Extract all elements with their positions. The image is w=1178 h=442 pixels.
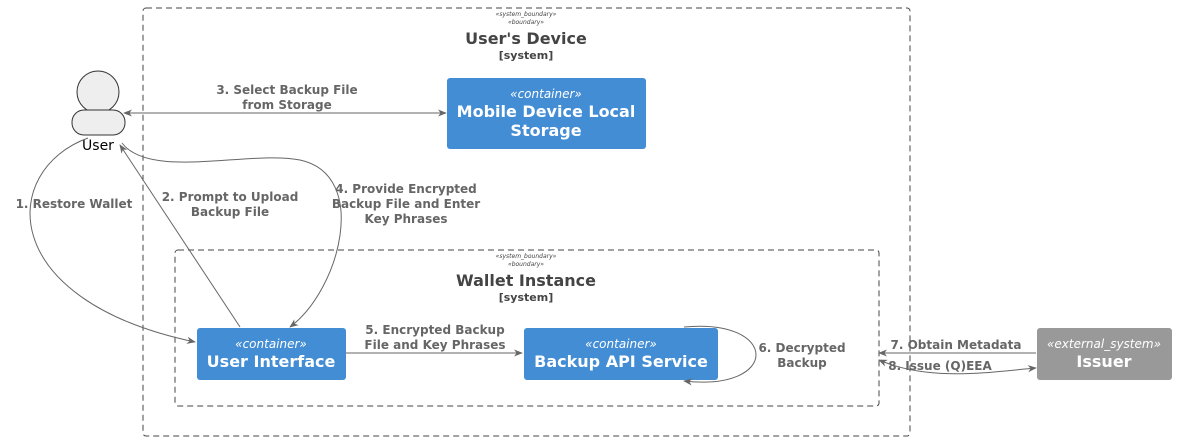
boundary-wallet-instance-stereotype: «system_boundary» xyxy=(496,253,557,260)
node-issuer[interactable]: «external_system» Issuer xyxy=(1037,328,1172,380)
edge-restore-wallet: 1. Restore Wallet xyxy=(16,137,196,344)
node-backup-api-stereotype: «container» xyxy=(585,337,657,351)
node-storage-title-line-2: Storage xyxy=(510,121,581,140)
person-icon xyxy=(71,70,126,136)
node-mobile-device-local-storage[interactable]: «container» Mobile Device Local Storage xyxy=(447,78,646,149)
node-backup-api-title: Backup API Service xyxy=(534,352,708,371)
boundary-wallet-instance-stereotype-2: «boundary» xyxy=(508,261,544,268)
boundary-wallet-instance: «system_boundary» «boundary» Wallet Inst… xyxy=(174,249,880,407)
node-ui-stereotype: «container» xyxy=(235,337,307,351)
edge-4-label-line-2: Backup File and Enter xyxy=(332,197,480,211)
node-issuer-stereotype: «external_system» xyxy=(1047,337,1161,351)
edge-select-backup-file: 3. Select Backup File from Storage xyxy=(123,83,447,117)
actor-user-label: User xyxy=(82,138,114,154)
edge-encrypted-backup-keys: 5. Encrypted Backup File and Key Phrases xyxy=(346,323,523,357)
boundary-users-device-type: [system] xyxy=(499,49,554,62)
edge-provide-encrypted-backup: 4. Provide Encrypted Backup File and Ent… xyxy=(121,142,480,328)
actor-user[interactable]: User xyxy=(71,70,126,154)
node-backup-api-service[interactable]: «container» Backup API Service xyxy=(524,328,718,380)
boundary-users-device: «system_boundary» «boundary» User's Devi… xyxy=(142,7,911,437)
edge-4-label-line-3: Key Phrases xyxy=(364,212,447,226)
boundary-users-device-frame xyxy=(142,7,911,437)
edge-2-label-line-2: Backup File xyxy=(191,205,269,219)
boundary-users-device-title: User's Device xyxy=(465,29,587,48)
edge-8-label: 8. Issue (Q)EEA xyxy=(888,359,992,373)
node-user-interface[interactable]: «container» User Interface xyxy=(197,328,346,380)
edge-3-label-line-2: from Storage xyxy=(242,98,331,112)
node-backup-api-box xyxy=(524,328,718,380)
edge-3-label-line-1: 3. Select Backup File xyxy=(216,83,357,97)
boundary-wallet-instance-frame xyxy=(174,249,880,407)
edge-6-label-line-1: 6. Decrypted xyxy=(758,341,845,355)
node-storage-title-line-1: Mobile Device Local xyxy=(457,102,636,121)
node-storage-stereotype: «container» xyxy=(510,87,582,101)
edge-5-label-line-2: File and Key Phrases xyxy=(364,338,505,352)
edge-issue-qeea: 8. Issue (Q)EEA xyxy=(878,359,1037,375)
node-ui-title: User Interface xyxy=(207,352,336,371)
edge-decrypted-backup: 6. Decrypted Backup xyxy=(683,325,846,386)
boundary-wallet-instance-title: Wallet Instance xyxy=(456,271,596,290)
edge-5-label-line-1: 5. Encrypted Backup xyxy=(365,323,505,337)
edge-7-label: 7. Obtain Metadata xyxy=(891,338,1022,352)
edge-prompt-upload: 2. Prompt to Upload Backup File xyxy=(119,144,299,328)
boundary-users-device-stereotype-2: «boundary» xyxy=(508,19,544,26)
node-issuer-title: Issuer xyxy=(1076,352,1131,371)
edge-4-label-line-1: 4. Provide Encrypted xyxy=(335,182,477,196)
edge-obtain-metadata: 7. Obtain Metadata xyxy=(878,338,1036,357)
node-storage-box xyxy=(447,78,646,149)
edge-6-label-line-2: Backup xyxy=(777,356,827,370)
edge-2-label-line-1: 2. Prompt to Upload xyxy=(162,190,299,204)
node-issuer-box xyxy=(1037,328,1172,380)
edge-1-label: 1. Restore Wallet xyxy=(16,197,133,211)
node-ui-box xyxy=(197,328,346,380)
boundary-users-device-stereotype: «system_boundary» xyxy=(496,11,557,18)
boundary-wallet-instance-type: [system] xyxy=(499,291,554,304)
